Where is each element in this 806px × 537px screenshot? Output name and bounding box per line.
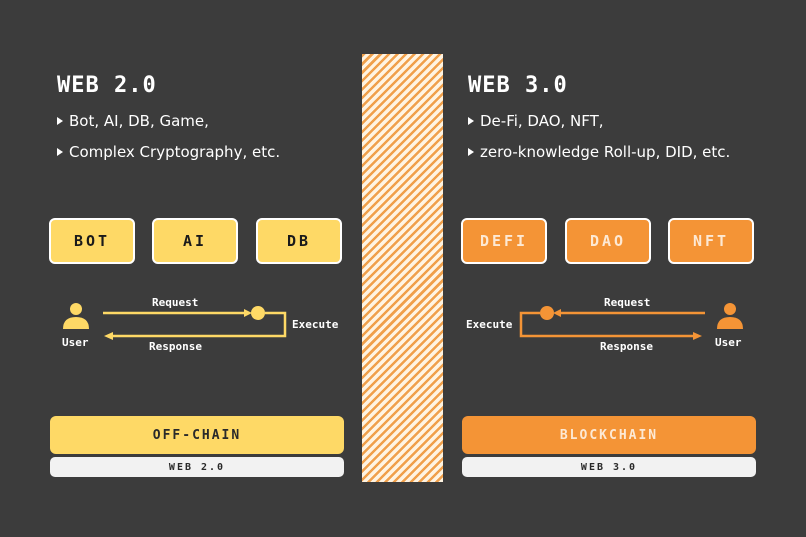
web2-title: WEB 2.0 — [57, 73, 157, 98]
bullet-triangle-icon — [57, 148, 63, 156]
web3-flow-diagram — [519, 303, 743, 340]
web3-title: WEB 3.0 — [468, 73, 568, 98]
hatched-divider — [362, 54, 443, 482]
web2-bullet: Complex Cryptography, etc. — [57, 143, 280, 161]
bullet-triangle-icon — [468, 148, 474, 156]
web2-user-label: User — [62, 336, 89, 349]
web2-request-label: Request — [152, 296, 199, 309]
user-icon — [63, 303, 89, 329]
web2-sub-label: WEB 2.0 — [50, 457, 344, 477]
user-icon — [717, 303, 743, 329]
web3-bullet: zero-knowledge Roll-up, DID, etc. — [468, 143, 730, 161]
chip-nft: NFT — [668, 218, 754, 264]
web3-response-label: Response — [600, 340, 653, 353]
chip-dao: DAO — [565, 218, 651, 264]
chip-bot: BOT — [49, 218, 135, 264]
off-chain-bar: OFF-CHAIN — [50, 416, 344, 454]
web3-execute-label: Execute — [466, 318, 513, 331]
web3-user-label: User — [715, 336, 742, 349]
web2-execute-label: Execute — [292, 318, 339, 331]
blockchain-bar: BLOCKCHAIN — [462, 416, 756, 454]
chip-defi: DEFI — [461, 218, 547, 264]
web3-request-label: Request — [604, 296, 651, 309]
web2-response-label: Response — [149, 340, 202, 353]
chip-ai: AI — [152, 218, 238, 264]
web2-flow-diagram — [63, 303, 287, 340]
web2-bullet: Bot, AI, DB, Game, — [57, 112, 209, 130]
web3-sub-label: WEB 3.0 — [462, 457, 756, 477]
chip-db: DB — [256, 218, 342, 264]
web3-bullet: De-Fi, DAO, NFT, — [468, 112, 604, 130]
bullet-triangle-icon — [57, 117, 63, 125]
bullet-triangle-icon — [468, 117, 474, 125]
